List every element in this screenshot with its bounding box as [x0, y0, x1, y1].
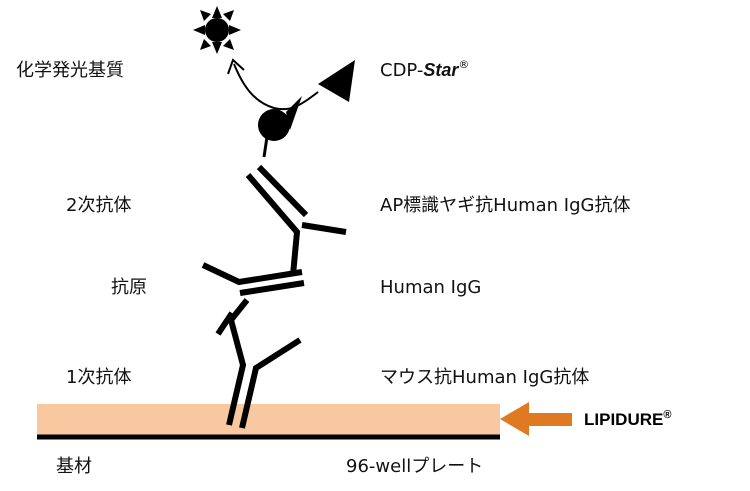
- antigen-label: 抗原: [111, 277, 147, 298]
- primary-antibody-shape: [215, 298, 302, 429]
- lipidure-arrow-icon: [500, 402, 572, 436]
- sun-icon: [193, 6, 241, 54]
- secondary-antibody-desc: AP標識ヤギ抗Human IgG抗体: [380, 195, 631, 216]
- lipidure-label: LIPIDURE®: [584, 409, 671, 429]
- substrate-chem-label: 化学発光基質: [16, 60, 124, 81]
- primary-antibody-label: 1次抗体: [66, 367, 131, 388]
- substrate-triangle-icon: [318, 60, 355, 102]
- antigen-desc: Human IgG: [380, 277, 481, 298]
- antigen-shape: [201, 262, 305, 296]
- primary-antibody-desc: マウス抗Human IgG抗体: [380, 367, 589, 388]
- cdp-star-text: Star: [423, 60, 459, 80]
- reaction-arrow: [227, 58, 319, 111]
- lipidure-reg-mark: ®: [663, 409, 671, 421]
- plate-label: 96-wellプレート: [346, 456, 483, 477]
- lipidure-coating-layer: [37, 404, 500, 436]
- cdp-star-label: CDP-Star®: [380, 58, 469, 81]
- cdp-prefix: CDP-: [380, 60, 423, 81]
- lipidure-text: LIPIDURE: [584, 410, 663, 429]
- secondary-antibody-shape: [245, 164, 347, 276]
- base-material-label: 基材: [56, 456, 92, 477]
- cdp-reg-mark: ®: [458, 58, 469, 71]
- secondary-antibody-label: 2次抗体: [66, 195, 131, 216]
